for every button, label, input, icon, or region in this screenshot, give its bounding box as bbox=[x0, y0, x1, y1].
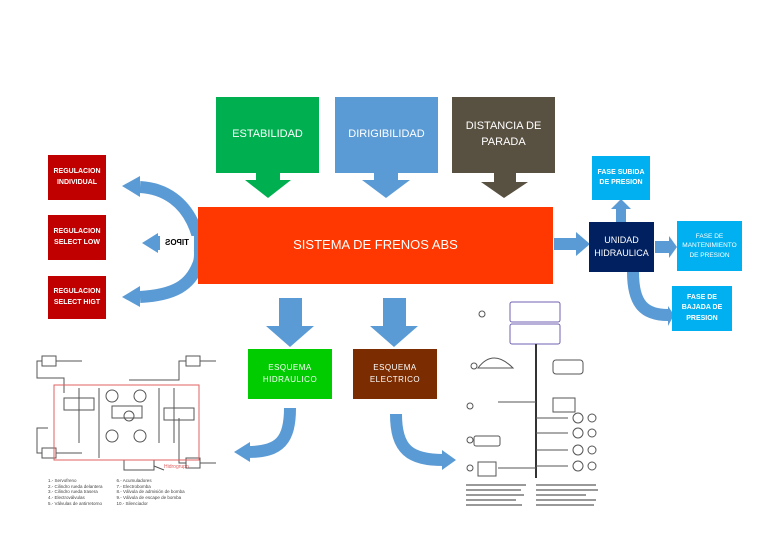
tipos-label: TIPOS bbox=[160, 236, 194, 250]
hydraulic-legend-left: 1.- Servofreno 2.- Cilindro rueda delant… bbox=[48, 478, 103, 506]
hidrogrupo-label: Hidrogrupo bbox=[164, 464, 189, 470]
arrow-head-selectlow bbox=[142, 233, 158, 253]
hydraulic-legend-right: 6.- Acumuladores 7.- Electrobomba 8.- Vá… bbox=[116, 478, 185, 506]
arrow-distancia bbox=[481, 172, 528, 198]
arrow-to-fase-subida bbox=[611, 199, 631, 209]
hydraulic-schematic-drawing: Hidrogrupo bbox=[36, 355, 216, 471]
arrow-to-fase-bajada bbox=[668, 306, 674, 326]
center-title: SISTEMA DE FRENOS ABS bbox=[293, 237, 458, 253]
dirigibilidad-box: DIRIGIBILIDAD bbox=[335, 97, 438, 173]
fase-subida-box: FASE SUBIDA DE PRESION bbox=[592, 156, 650, 200]
fase-bajada-box: FASE DE BAJADA DE PRESION bbox=[672, 286, 732, 331]
regulacion-individual-box: REGULACION INDIVIDUAL bbox=[48, 155, 106, 200]
electric-schematic bbox=[458, 298, 608, 520]
arrow-head-individual bbox=[122, 176, 140, 197]
arrow-head-selecthigt bbox=[122, 286, 140, 307]
esquema-hidraulico-box: ESQUEMA HIDRAULICO bbox=[248, 349, 332, 399]
arrow-to-esquema-hidraulico bbox=[266, 298, 314, 347]
distancia-de-parada-box: DISTANCIA DE PARADA bbox=[452, 97, 555, 173]
arrow-to-esquema-electrico bbox=[370, 298, 418, 347]
distancia-label: DISTANCIA DE PARADA bbox=[465, 120, 542, 148]
estabilidad-box: ESTABILIDAD bbox=[216, 97, 319, 173]
arrow-to-unidad bbox=[576, 232, 590, 256]
regulacion-select-higt-box: REGULACION SELECT HIGT bbox=[48, 276, 106, 319]
arrow-estabilidad bbox=[245, 172, 291, 198]
sistema-frenos-abs-box: SISTEMA DE FRENOS ABS bbox=[198, 207, 553, 284]
arrow-to-electric-schematic bbox=[442, 450, 456, 470]
arrow-to-fase-mantenimiento bbox=[669, 236, 677, 258]
electric-schematic-drawing bbox=[466, 301, 598, 506]
fase-mantenimiento-box: FASE DE MANTENIMIENTO DE PRESION bbox=[677, 221, 742, 271]
esquema-electrico-box: ESQUEMA ELECTRICO bbox=[353, 349, 437, 399]
hydraulic-schematic: Hidrogrupo 1.- Servofreno 2.- Cilindro r… bbox=[34, 348, 224, 508]
dirigibilidad-label: DIRIGIBILIDAD bbox=[348, 128, 425, 141]
unidad-hidraulica-box: UNIDAD HIDRAULICA bbox=[589, 222, 654, 272]
arrow-dirigibilidad bbox=[362, 172, 410, 198]
arrow-to-hydraulic-schematic bbox=[234, 442, 250, 462]
regulacion-select-low-box: REGULACION SELECT LOW bbox=[48, 215, 106, 260]
estabilidad-label: ESTABILIDAD bbox=[232, 128, 303, 141]
